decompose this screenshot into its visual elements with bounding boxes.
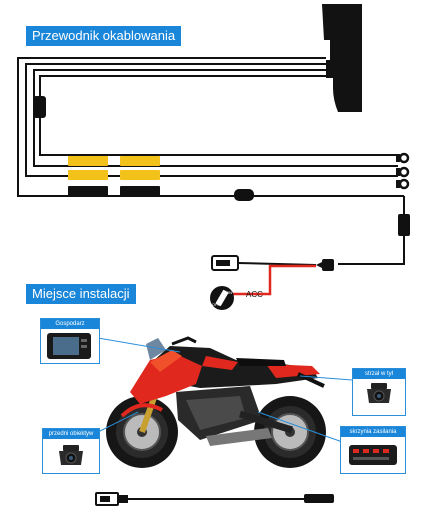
callout-front-camera: przedni obiektyw: [42, 428, 100, 474]
switch-off-text: OFF: [212, 302, 221, 307]
callout-rear-camera-label: strzał w tył: [353, 369, 405, 379]
switch-on-text: ON: [226, 290, 232, 295]
inline-connector-center: [234, 189, 254, 201]
power-plug: [316, 259, 334, 271]
callout-front-camera-label: przedni obiektyw: [43, 429, 99, 439]
callout-host-label: Gospodarz: [41, 319, 99, 329]
acc-red-wire: [232, 264, 316, 296]
usb-cable: [95, 492, 334, 506]
camera-connectors: [68, 156, 160, 196]
wiring-guide-title: Przewodnik okablowania: [26, 26, 182, 46]
ring-terminals: [398, 152, 410, 190]
rear-camera-icon: [367, 383, 391, 403]
callout-host: Gospodarz: [40, 318, 100, 364]
callout-rear-camera: strzał w tył: [352, 368, 406, 416]
host-device-icon: [47, 333, 91, 359]
ignition-switch-icon: [210, 286, 234, 310]
callout-power-box-label: skrzynia zasilania: [341, 427, 405, 437]
battery-terminal: [211, 255, 317, 271]
fuse-holder-right: [398, 214, 410, 236]
acc-label: ACC: [246, 290, 263, 299]
leader-lines: [97, 337, 353, 445]
power-box-icon: [349, 445, 397, 465]
motorcycle-illustration: [106, 336, 326, 468]
front-camera-icon: [59, 445, 83, 465]
installation-title: Miejsce instalacji: [26, 284, 136, 304]
wire-bundle: [17, 57, 405, 265]
inline-fuse-left: [33, 96, 46, 118]
callout-power-box: skrzynia zasilania: [340, 426, 406, 474]
dvr-main-unit: [322, 4, 362, 112]
